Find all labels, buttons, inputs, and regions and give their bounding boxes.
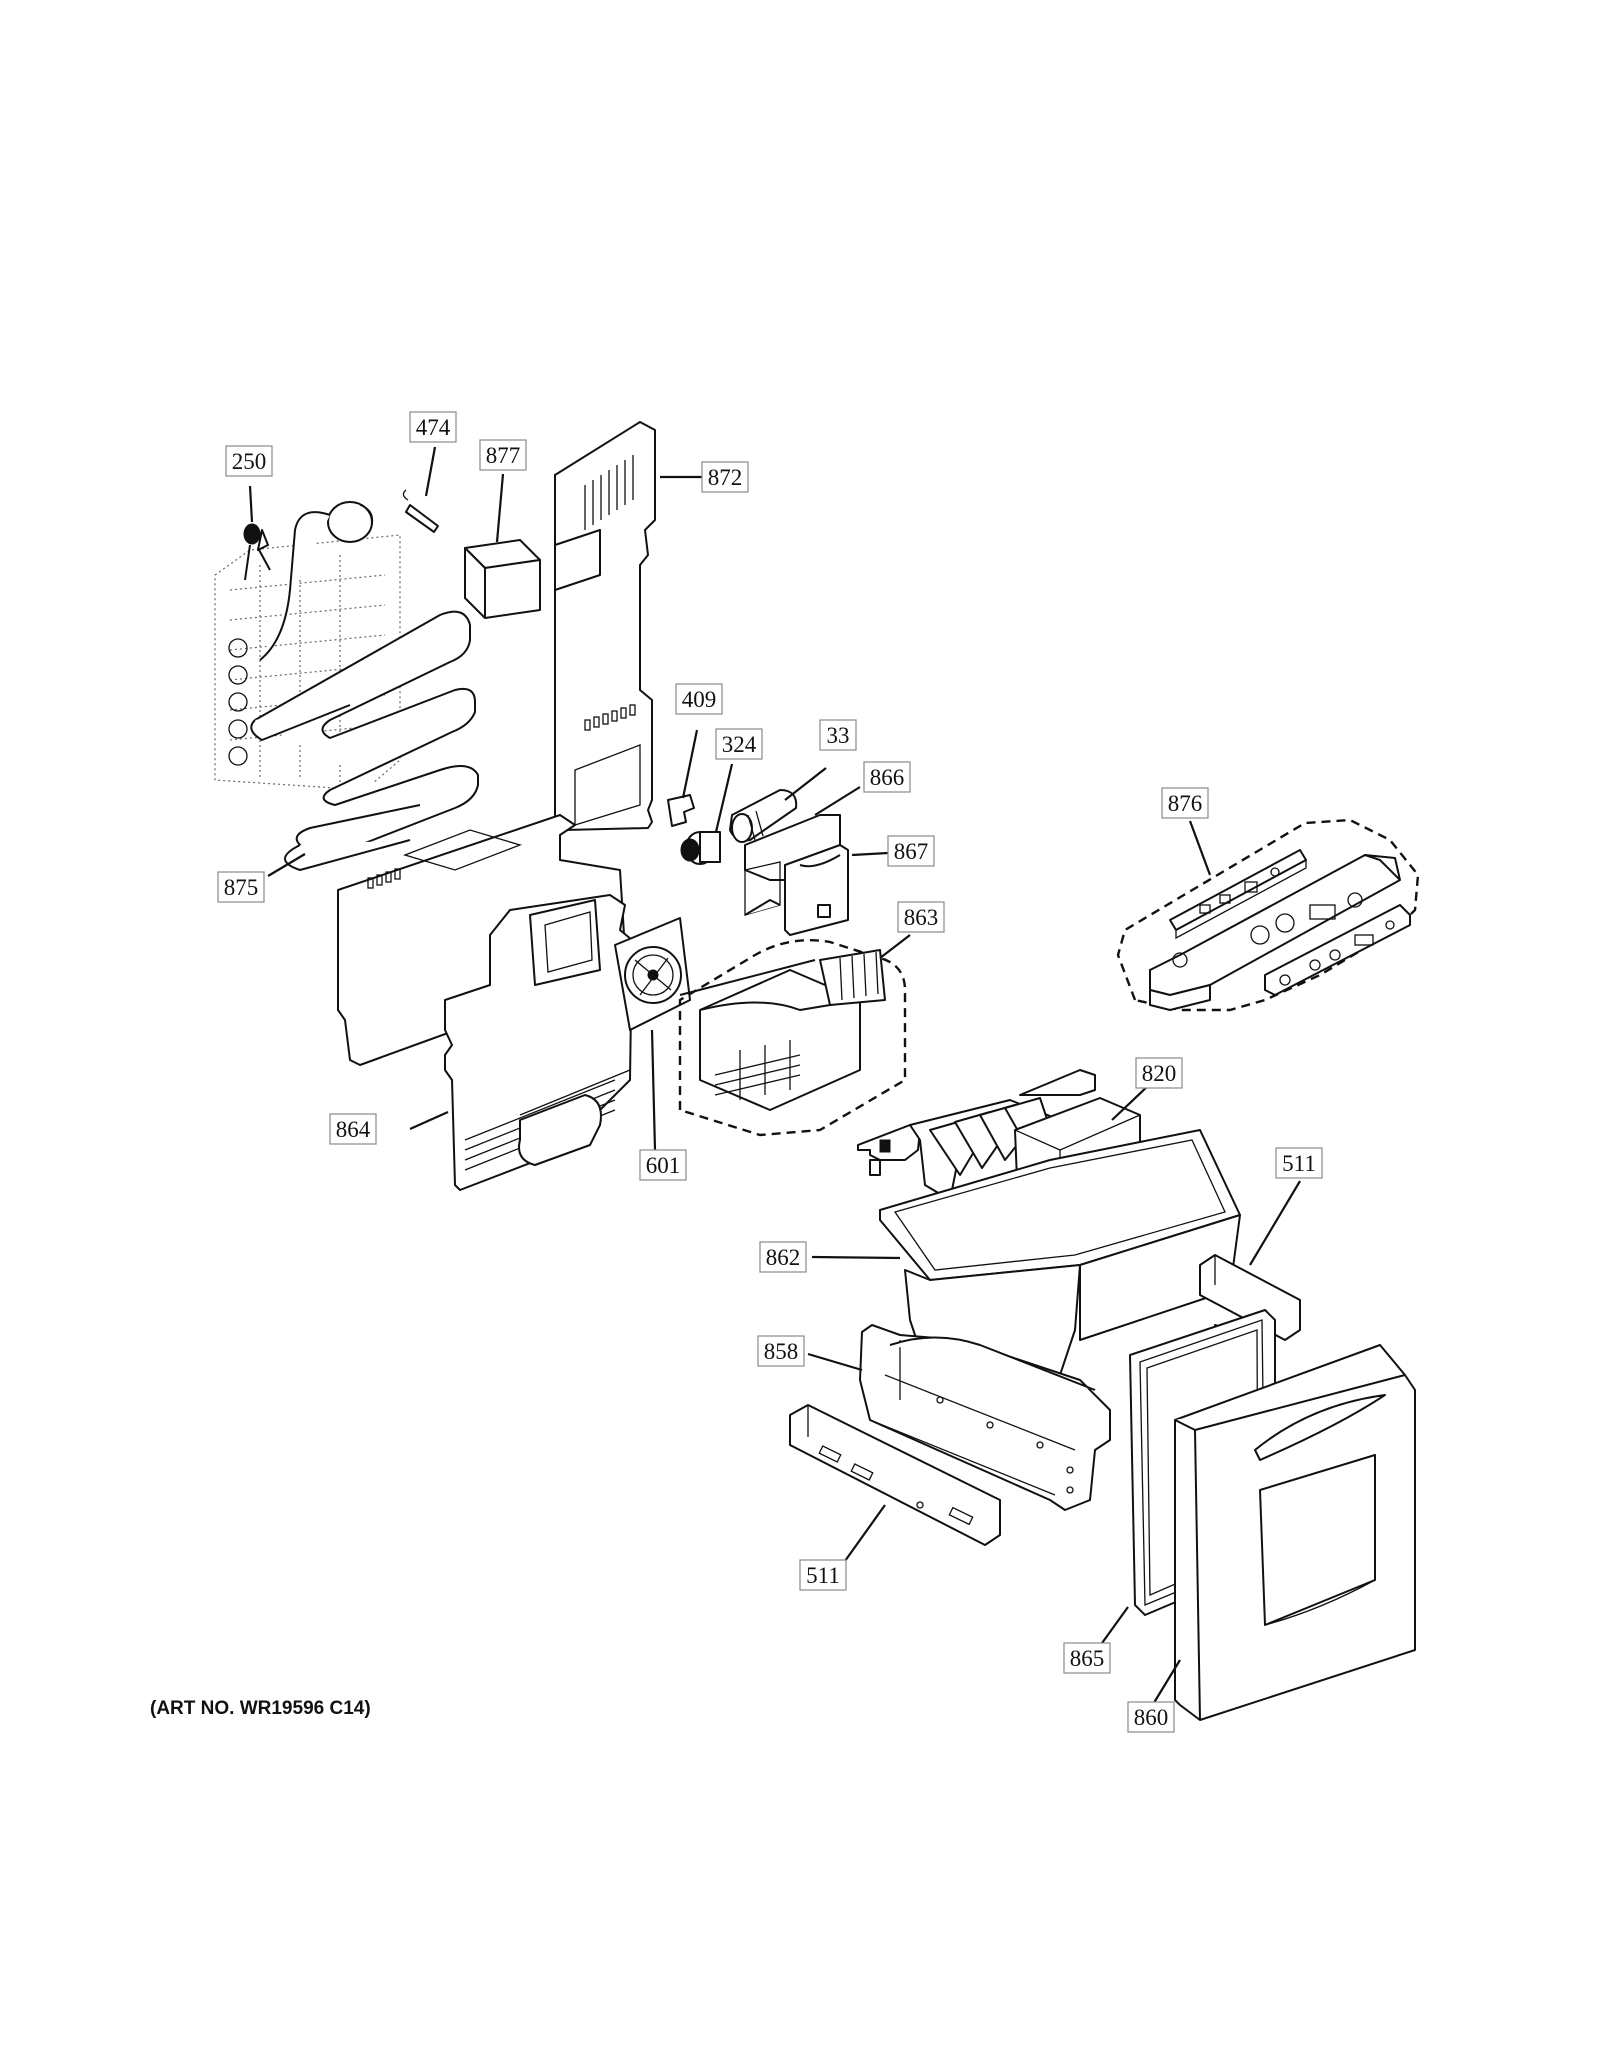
svg-text:877: 877 [486, 443, 521, 468]
callout-409: 409 [675, 683, 723, 715]
callout-863: 863 [897, 901, 945, 933]
callout-864: 864 [329, 1113, 377, 1145]
callout-877: 877 [479, 439, 527, 471]
callout-511-bottom: 511 [799, 1559, 847, 1591]
callout-601: 601 [639, 1149, 687, 1181]
callout-33: 33 [819, 719, 857, 751]
part-409-clip [667, 794, 695, 827]
part-872-rear-panel [554, 421, 656, 831]
callout-324: 324 [715, 728, 763, 760]
part-33-bearing [729, 789, 798, 843]
svg-text:864: 864 [336, 1117, 371, 1142]
callout-860: 860 [1127, 1701, 1175, 1733]
svg-text:865: 865 [1070, 1646, 1105, 1671]
callout-866: 866 [863, 761, 911, 793]
callout-865: 865 [1063, 1642, 1111, 1674]
part-511-slide-rail-bottom [789, 1404, 1001, 1546]
callout-858: 858 [757, 1335, 805, 1367]
part-860-drawer-front [1174, 1344, 1416, 1721]
callout-474: 474 [409, 411, 457, 443]
callout-875: 875 [217, 871, 265, 903]
part-863-fan-housing [678, 939, 907, 1137]
svg-text:875: 875 [224, 875, 259, 900]
svg-text:324: 324 [722, 732, 757, 757]
callout-876: 876 [1161, 787, 1209, 819]
part-877-bracket [464, 539, 541, 619]
part-867-flapper-door [784, 844, 849, 936]
svg-text:511: 511 [806, 1563, 840, 1588]
part-864-duct [444, 894, 633, 1191]
part-601-fan [614, 917, 691, 1031]
svg-text:511: 511 [1282, 1151, 1316, 1176]
leader-lines [248, 446, 1301, 1707]
part-876-control-module [1116, 818, 1420, 1012]
callout-820: 820 [1135, 1057, 1183, 1089]
callout-511-top: 511 [1275, 1147, 1323, 1179]
part-lower-back-plate [337, 814, 626, 1066]
svg-text:862: 862 [766, 1245, 801, 1270]
svg-text:820: 820 [1142, 1061, 1177, 1086]
part-875-evaporator [214, 534, 479, 871]
part-250-thermostat [243, 523, 271, 581]
part-324-coupler [680, 831, 721, 865]
art-number-label: (ART NO. WR19596 C14) [150, 1698, 371, 1719]
svg-text:867: 867 [894, 839, 929, 864]
part-858-drawer-frame [859, 1324, 1111, 1511]
svg-text:866: 866 [870, 765, 905, 790]
svg-text:474: 474 [416, 415, 451, 440]
svg-text:863: 863 [904, 905, 939, 930]
svg-text:409: 409 [682, 687, 717, 712]
svg-text:860: 860 [1134, 1705, 1169, 1730]
svg-text:872: 872 [708, 465, 743, 490]
callout-250: 250 [225, 445, 273, 477]
callout-872: 872 [701, 461, 749, 493]
callout-862: 862 [759, 1241, 807, 1273]
part-defrost-bulb [259, 501, 374, 661]
svg-text:876: 876 [1168, 791, 1203, 816]
svg-text:601: 601 [646, 1153, 681, 1178]
svg-text:250: 250 [232, 449, 267, 474]
part-474-rod [402, 489, 439, 533]
svg-text:33: 33 [827, 723, 850, 748]
svg-text:858: 858 [764, 1339, 799, 1364]
callout-867: 867 [887, 835, 935, 867]
